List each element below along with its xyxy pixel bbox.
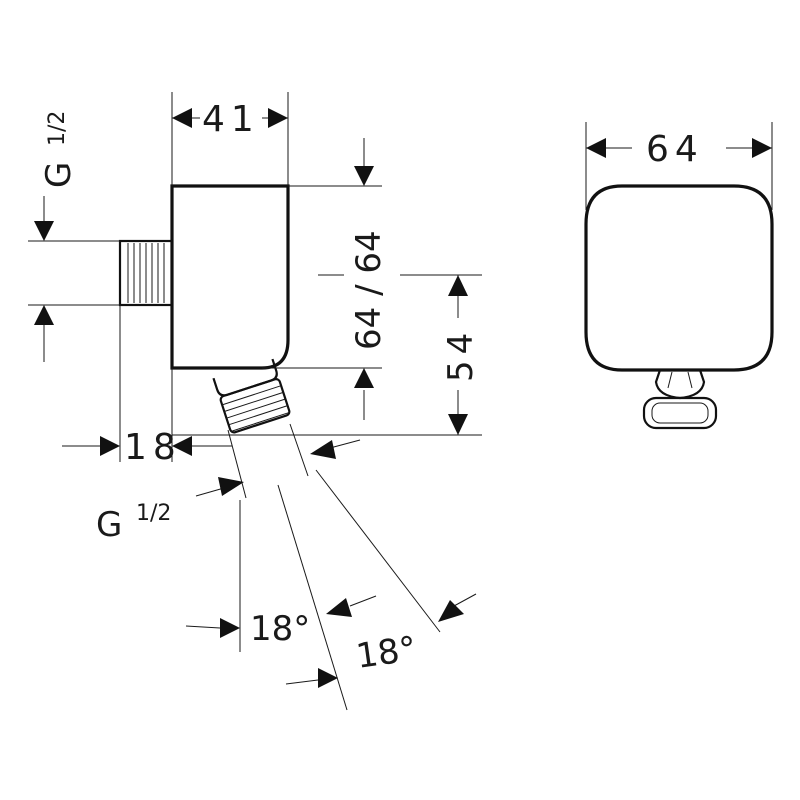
angle-dimension-b: 18° [285, 593, 477, 688]
front-outlet [642, 369, 718, 430]
dimension-41: 41 [171, 92, 289, 186]
side-view-body [170, 184, 290, 370]
front-view-body [584, 184, 774, 372]
angle-dimension-a: 18° [185, 595, 377, 649]
outlet-thread-label: G [96, 505, 122, 545]
inlet-thread-lines [127, 243, 165, 303]
dimension-64-width-label: 64 [646, 129, 704, 170]
dimension-18: 18 [62, 305, 232, 468]
inlet-thread-label: G [39, 162, 79, 188]
dimension-54: 54 [172, 274, 482, 436]
front-view [584, 184, 774, 430]
dimension-64-64: 64 / 64 [262, 138, 389, 420]
dimension-64-width: 64 [585, 122, 773, 210]
outlet-thread-dimension: G 1/2 [96, 423, 361, 545]
angle-b-label: 18° [354, 629, 419, 677]
outlet-elbow [212, 358, 291, 434]
dimension-41-label: 41 [202, 99, 260, 140]
inlet-thread-fraction: 1/2 [45, 111, 70, 146]
dimension-54-label: 54 [441, 327, 481, 382]
dimension-64-64-label: 64 / 64 [349, 230, 389, 350]
outlet-thread-fraction: 1/2 [136, 501, 171, 526]
dimension-18-label: 18 [124, 427, 182, 468]
angle-lines [239, 469, 441, 711]
inlet-nipple [118, 239, 174, 307]
inlet-thread-dimension: G 1/2 [28, 111, 120, 362]
angle-a-label: 18° [250, 609, 310, 649]
side-view [118, 184, 291, 434]
